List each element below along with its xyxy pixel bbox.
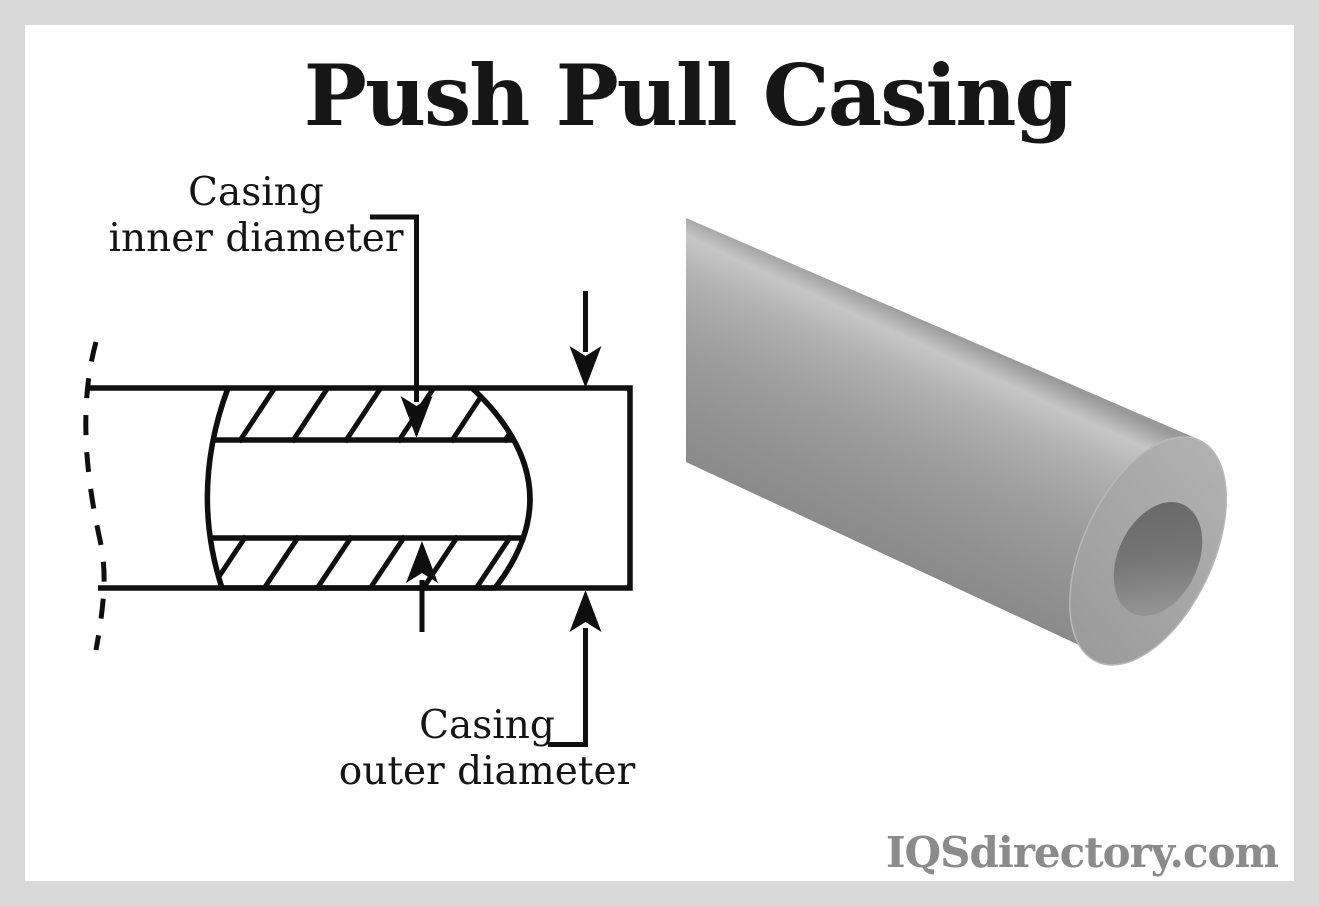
break-line: [83, 341, 107, 651]
arrowhead-down-icon: [569, 346, 602, 388]
inner-diameter-label: Casing inner diameter: [108, 170, 404, 261]
tube-body: [686, 218, 1200, 652]
watermark-text: IQSdirectory.com: [885, 828, 1279, 877]
casing-3d-render: [686, 218, 1228, 666]
arrowhead-up-icon: [406, 541, 438, 583]
outer-diameter-label: Casing outer diameter: [338, 703, 636, 794]
casing-cross-section-diagram: [83, 214, 633, 747]
inner-diameter-bottom-arrow: [406, 541, 438, 632]
casing-section-outline: [204, 385, 533, 591]
tube-bore-hole: [1113, 502, 1203, 616]
casing-wall-hatching: [207, 388, 530, 588]
hatch-top-band: [207, 388, 530, 444]
inner-diameter-leader-arrow: [370, 214, 433, 438]
outer-diameter-leader-arrow: [548, 590, 602, 747]
page-title: Push Pull Casing: [303, 46, 1073, 145]
outer-diameter-top-arrow: [569, 291, 602, 388]
arrowhead-up-icon: [569, 590, 602, 632]
arrowhead-down-icon: [400, 396, 433, 438]
